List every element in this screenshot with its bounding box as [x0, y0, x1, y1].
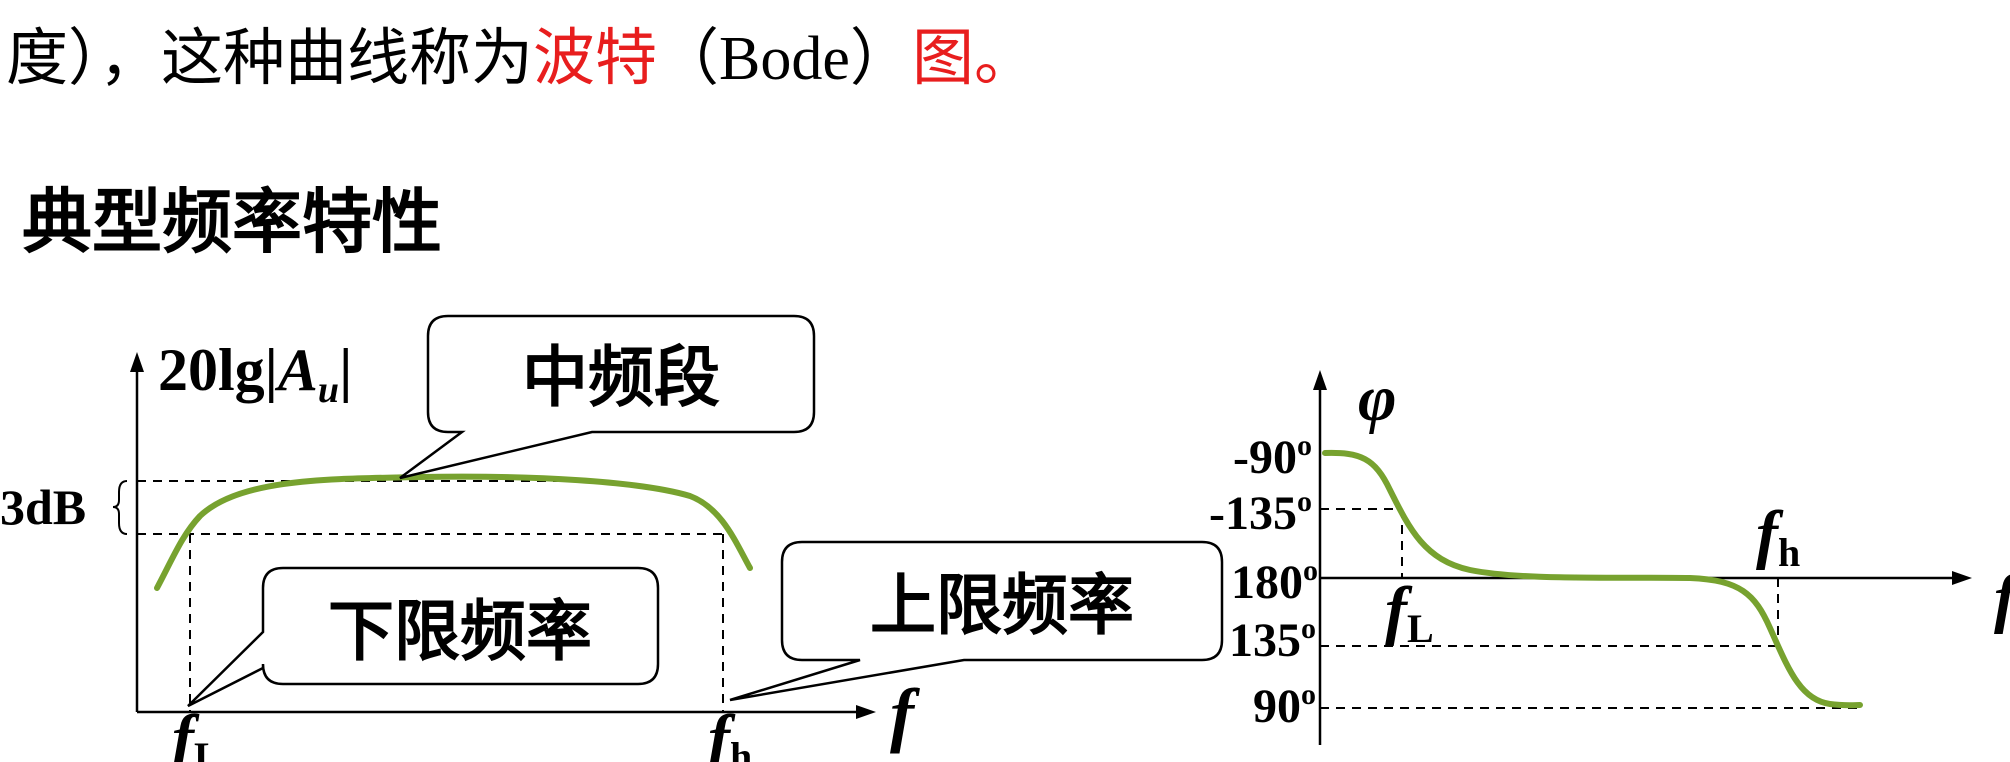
- intro-bode-en: Bode: [719, 25, 850, 93]
- amp-3db-brace: [112, 480, 128, 535]
- amp-y-arrow-icon: [130, 352, 144, 372]
- amp-y-label: 20lg|Au|: [158, 337, 352, 411]
- intro-part-1: 度），这种曲线称为: [6, 21, 534, 94]
- callout-low-cutoff: 下限频率: [187, 566, 660, 708]
- amp-x-label: f: [890, 674, 920, 754]
- intro-text: 度），这种曲线称为波特（Bode）图。: [6, 22, 1036, 95]
- callout-mid-bubble: [399, 314, 816, 480]
- phase-tick-180: 180o: [1231, 554, 1318, 609]
- phase-tick-90: 90o: [1253, 678, 1316, 733]
- phase-fh-label: fh: [1756, 498, 1800, 575]
- phase-response-curve: [1322, 449, 1863, 709]
- intro-close-paren: ）: [849, 21, 912, 94]
- phase-fl-label: fL: [1385, 574, 1434, 651]
- callout-low-text: 下限频率: [328, 593, 592, 670]
- phase-x-label: f: [1994, 562, 2010, 635]
- callout-high-text: 上限频率: [870, 567, 1134, 644]
- callout-mid-text: 中频段: [522, 339, 720, 416]
- intro-open-paren: （: [657, 21, 720, 94]
- phase-x-arrow-icon: [1952, 571, 1972, 585]
- phase-tick-neg135: -135o: [1209, 485, 1312, 540]
- phase-y-label: φ: [1358, 362, 1397, 435]
- callout-mid-band: 中频段: [399, 314, 816, 480]
- intro-diagram-word: 图。: [911, 21, 1036, 94]
- phase-plot: φ -90o -135o 180o 135o 90o fL fh f: [1209, 362, 2010, 745]
- phase-y-arrow-icon: [1313, 370, 1327, 390]
- callout-high-bubble: [729, 540, 1224, 702]
- intro-bode-cn: 波特: [533, 21, 658, 94]
- amp-response-curve: [154, 473, 753, 591]
- callout-low-bubble: [187, 566, 660, 708]
- amplitude-plot: 20lg|Au| 3dB f fL fh 中频段 下限频率 上限频率: [0, 314, 1224, 762]
- phase-tick-neg90: -90o: [1233, 429, 1312, 484]
- amp-x-arrow-icon: [856, 705, 876, 719]
- callout-high-cutoff: 上限频率: [729, 540, 1224, 702]
- amp-3db-label: 3dB: [0, 479, 86, 535]
- phase-tick-135: 135o: [1229, 612, 1316, 667]
- section-heading: 典型频率特性: [22, 181, 442, 263]
